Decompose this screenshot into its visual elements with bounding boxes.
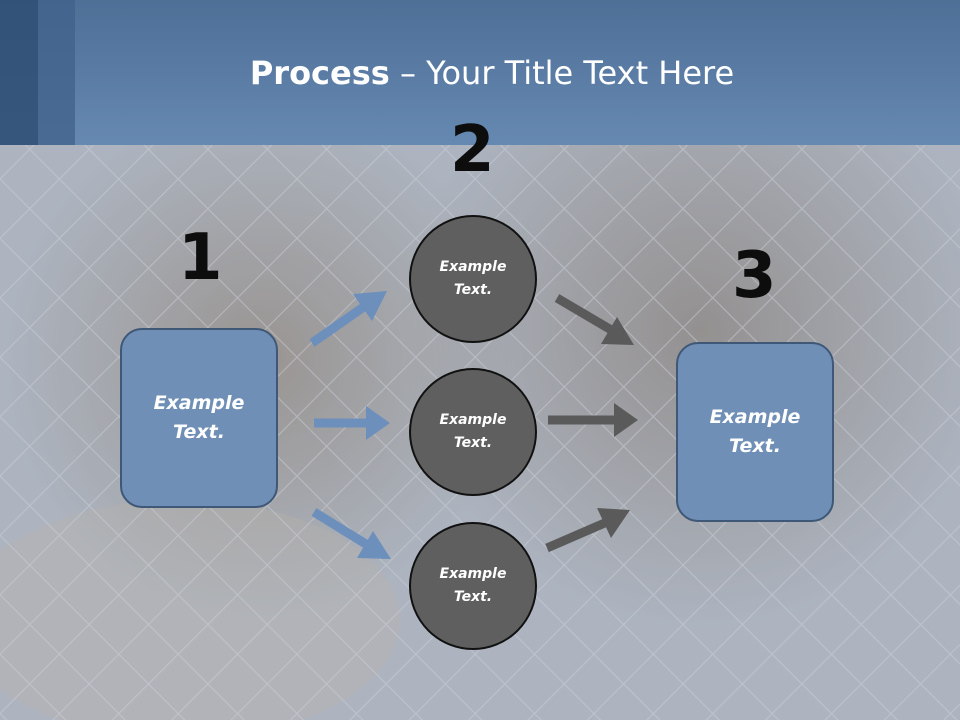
arrow-left-to-middle <box>314 406 390 440</box>
circle-middle-line-1: Example <box>439 412 507 428</box>
step-number-3: 3 <box>732 239 777 313</box>
circle-bottom-line-1: Example <box>439 566 507 582</box>
arrow-bottom-to-right <box>545 508 630 553</box>
left-box-line-2: Text. <box>173 421 225 443</box>
right-box-line-1: Example <box>709 406 801 428</box>
left-box-line-1: Example <box>153 392 245 414</box>
header-accent-strip <box>38 0 75 145</box>
step-number-2: 2 <box>450 113 495 187</box>
arrow-left-to-top <box>309 291 387 347</box>
arrow-left-to-bottom <box>311 508 391 559</box>
circle-bottom-line-2: Text. <box>453 589 493 605</box>
arrow-middle-to-right <box>548 403 638 437</box>
title-bar <box>0 0 960 145</box>
circle-top-line-2: Text. <box>453 282 493 298</box>
header-accent-strip <box>0 0 38 145</box>
title-rest: – Your Title Text Here <box>389 54 735 92</box>
circle-middle-line-2: Text. <box>453 435 493 451</box>
title-bold: Process <box>249 54 390 92</box>
circle-top-line-1: Example <box>439 259 507 275</box>
arrow-top-to-right <box>554 294 634 345</box>
step-number-1: 1 <box>178 221 223 295</box>
right-box-line-2: Text. <box>729 435 781 457</box>
slide-title: Process – Your Title Text Here <box>0 54 960 92</box>
